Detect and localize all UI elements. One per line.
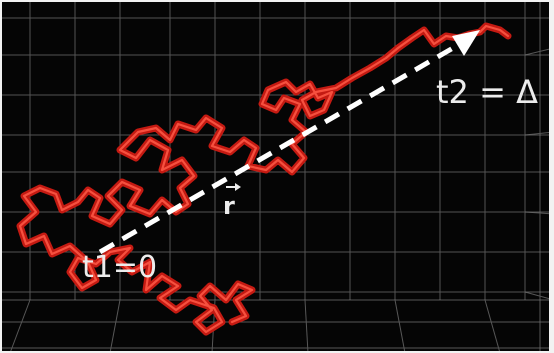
displacement-vector <box>98 30 480 255</box>
end-time-label: t2 = Δ <box>436 73 538 111</box>
displacement-arrowhead <box>452 30 480 56</box>
random-walk-trajectory <box>16 22 512 336</box>
trajectory-highlight <box>18 24 510 334</box>
displacement-label: r <box>223 192 235 220</box>
grid-floor <box>0 299 554 353</box>
displacement-dashed-line <box>98 41 462 255</box>
vector-arrow-icon <box>226 183 241 191</box>
start-time-label: t1=0 <box>82 250 158 285</box>
trajectory-path <box>16 22 512 336</box>
